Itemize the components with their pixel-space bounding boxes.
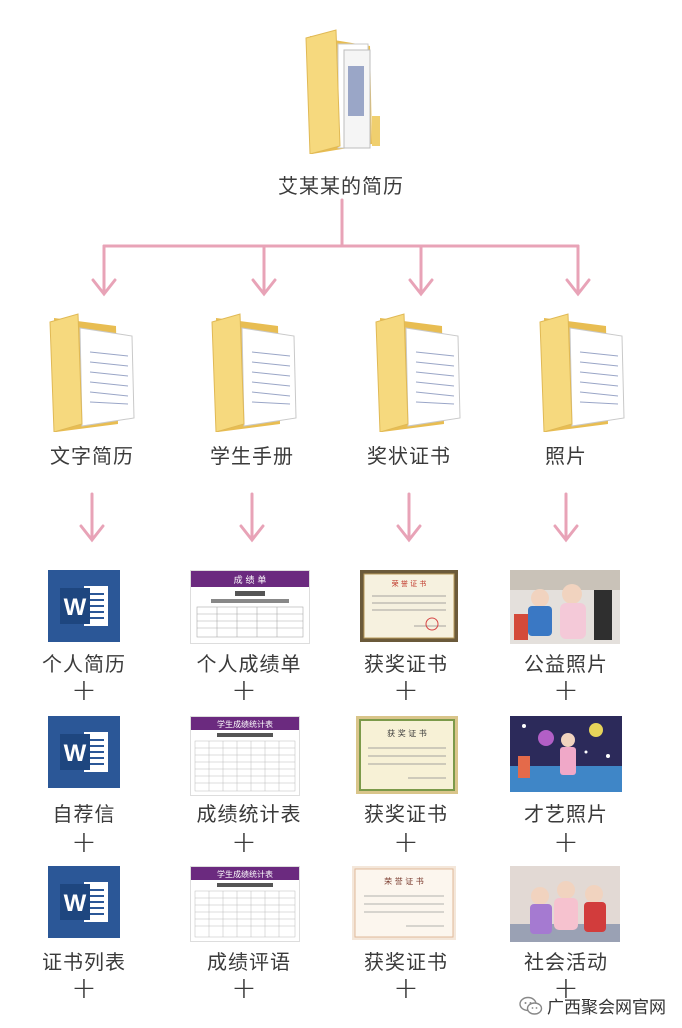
item-label: 自荐信 bbox=[52, 802, 116, 826]
word-icon: W bbox=[48, 866, 120, 938]
category-folder-icon bbox=[536, 308, 626, 432]
svg-text:学生成绩统计表: 学生成绩统计表 bbox=[217, 869, 273, 879]
item-label: 获奖证书 bbox=[364, 802, 448, 826]
certificate-thumbnail: 获 奖 证 书 bbox=[356, 716, 458, 794]
root-label: 艾某某的简历 bbox=[278, 174, 404, 198]
item-label: 成绩统计表 bbox=[196, 802, 302, 826]
category-folder-icon bbox=[372, 308, 462, 432]
plus-sign: + bbox=[393, 971, 419, 1006]
item-label: 社会活动 bbox=[524, 950, 608, 974]
transcript-thumbnail: 成 绩 单 bbox=[190, 570, 310, 644]
plus-sign: + bbox=[71, 673, 97, 708]
item-label: 成绩评语 bbox=[207, 950, 291, 974]
item-label: 获奖证书 bbox=[364, 950, 448, 974]
category-label: 学生手册 bbox=[210, 444, 294, 468]
certificate-thumbnail: 荣 誉 证 书 bbox=[360, 570, 458, 642]
stats-table-thumbnail: 学生成绩统计表 bbox=[190, 716, 300, 796]
category-label: 文字简历 bbox=[50, 444, 134, 468]
plus-sign: + bbox=[553, 971, 579, 1006]
svg-text:荣 誉 证 书: 荣 誉 证 书 bbox=[384, 876, 424, 886]
item-label: 个人简历 bbox=[42, 652, 126, 676]
plus-sign: + bbox=[71, 971, 97, 1006]
category-label: 奖状证书 bbox=[367, 444, 451, 468]
plus-sign: + bbox=[71, 825, 97, 860]
item-label: 个人成绩单 bbox=[196, 652, 302, 676]
category-folder-icon bbox=[46, 308, 136, 432]
plus-sign: + bbox=[231, 971, 257, 1006]
svg-text:获 奖 证 书: 获 奖 证 书 bbox=[387, 728, 427, 738]
connector-tree bbox=[79, 198, 591, 543]
item-label: 获奖证书 bbox=[364, 652, 448, 676]
svg-text:W: W bbox=[64, 740, 87, 767]
photo-thumbnail bbox=[510, 866, 620, 942]
item-label: 才艺照片 bbox=[524, 802, 608, 826]
wechat-icon bbox=[519, 996, 543, 1016]
word-icon: W bbox=[48, 570, 120, 642]
root-folder-icon bbox=[300, 26, 384, 154]
svg-text:荣 誉 证 书: 荣 誉 证 书 bbox=[392, 579, 427, 588]
svg-text:学生成绩统计表: 学生成绩统计表 bbox=[217, 719, 273, 729]
plus-sign: + bbox=[231, 825, 257, 860]
plus-sign: + bbox=[393, 673, 419, 708]
plus-sign: + bbox=[553, 825, 579, 860]
plus-sign: + bbox=[393, 825, 419, 860]
plus-sign: + bbox=[231, 673, 257, 708]
svg-text:W: W bbox=[64, 594, 87, 621]
photo-thumbnail bbox=[510, 716, 622, 792]
stats-table-thumbnail: 学生成绩统计表 bbox=[190, 866, 300, 942]
watermark-text: 广西聚会网官网 bbox=[547, 998, 666, 1018]
photo-thumbnail bbox=[510, 570, 620, 644]
plus-sign: + bbox=[553, 673, 579, 708]
item-label: 证书列表 bbox=[42, 950, 126, 974]
svg-text:成 绩 单: 成 绩 单 bbox=[234, 574, 267, 586]
category-folder-icon bbox=[208, 308, 298, 432]
svg-text:W: W bbox=[64, 890, 87, 917]
item-label: 公益照片 bbox=[524, 652, 608, 676]
certificate-thumbnail: 荣 誉 证 书 bbox=[352, 866, 456, 940]
watermark: 广西聚会网官网 bbox=[519, 993, 666, 1018]
category-label: 照片 bbox=[545, 444, 587, 468]
word-icon: W bbox=[48, 716, 120, 788]
